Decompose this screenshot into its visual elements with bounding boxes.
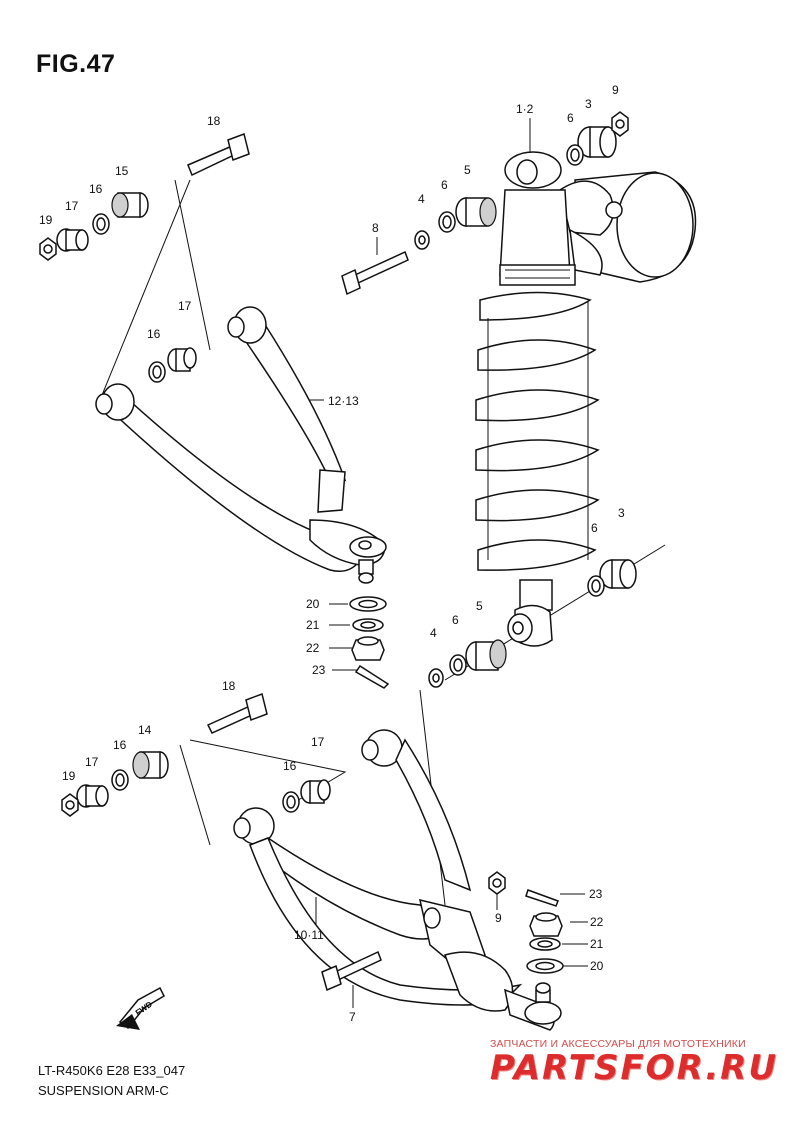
- callout-16-mid: 16: [147, 327, 161, 341]
- callout-6-right: 6: [591, 521, 598, 535]
- watermark-brand: PARTSFOR.RU: [490, 1048, 779, 1088]
- shock-bolt-8: [341, 250, 409, 296]
- shock-mid-washer-4: [414, 230, 430, 250]
- lower-collar-17-mid: [300, 779, 331, 804]
- callout-22-low: 22: [590, 915, 604, 929]
- shock-right-collar-3: [599, 559, 637, 589]
- rear-shock-absorber: [475, 151, 697, 647]
- upper-castle-nut-22: [351, 636, 385, 661]
- callout-8: 8: [372, 221, 379, 235]
- callout-22-up: 22: [306, 641, 320, 655]
- upper-bolt-18: [187, 133, 250, 177]
- callout-5-low: 5: [476, 599, 483, 613]
- lower-a-arm: [233, 729, 562, 1031]
- callout-10-11: 10·11: [294, 928, 324, 942]
- callout-21-up: 21: [306, 618, 320, 632]
- callout-17-mid: 17: [178, 299, 192, 313]
- callout-4-low: 4: [430, 626, 437, 640]
- callout-20-low: 20: [590, 959, 604, 973]
- upper-washer-20: [349, 596, 387, 612]
- callout-3-top: 3: [585, 97, 592, 111]
- lower-collar-17: [76, 784, 109, 808]
- callout-6-low: 6: [452, 613, 459, 627]
- lower-seal-16: [111, 769, 129, 791]
- lower-washer-20: [526, 958, 564, 974]
- callout-23-low: 23: [589, 887, 603, 901]
- lower-seal-16-mid: [282, 791, 300, 813]
- callout-19-top: 19: [39, 213, 53, 227]
- shock-low-bearing-5: [465, 639, 507, 671]
- upper-collar-17-mid: [167, 347, 197, 372]
- lower-castle-nut-22: [529, 912, 563, 937]
- upper-cotter-pin-23: [354, 664, 390, 689]
- callout-1-2: 1·2: [516, 102, 534, 116]
- spring-coils: [475, 291, 600, 571]
- callout-23-up: 23: [312, 663, 326, 677]
- callout-6-top: 6: [567, 111, 574, 125]
- upper-a-arm: [95, 306, 387, 584]
- lower-bolt-18: [206, 693, 268, 734]
- shock-mid-bearing-5: [455, 197, 497, 227]
- upper-seal-16-mid: [148, 361, 166, 383]
- callout-9-low: 9: [495, 911, 502, 925]
- callout-9-top: 9: [612, 83, 619, 97]
- model-code: LT-R450K6 E28 E33_047: [38, 1063, 186, 1078]
- upper-washer-21: [352, 618, 384, 632]
- upper-bushing-15: [111, 192, 149, 218]
- callout-17-low2: 17: [311, 735, 325, 749]
- shock-low-seal-6: [449, 654, 467, 676]
- fwd-arrow-icon: FWD: [116, 986, 165, 1030]
- shock-top-collar-3: [577, 126, 617, 158]
- shock-top-nut-9: [611, 111, 629, 137]
- lower-nut-19: [61, 793, 79, 817]
- callout-18-low: 18: [222, 679, 236, 693]
- shock-right-seal-6: [587, 575, 605, 597]
- figure-title: FIG.47: [36, 50, 116, 78]
- upper-nut-19: [39, 237, 57, 261]
- callout-17-low: 17: [85, 755, 99, 769]
- callout-19-low: 19: [62, 769, 76, 783]
- lower-cotter-pin-23: [525, 889, 559, 907]
- lower-bushing-14: [132, 751, 169, 779]
- callout-labels: 18 15 16 17 19 16 17 12·13 1·2 6 3 9 4 6…: [39, 83, 625, 1024]
- shock-top-seal-6: [566, 144, 584, 166]
- watermark-tagline: ЗАПЧАСТИ И АКСЕССУАРЫ ДЛЯ МОТОТЕХНИКИ: [490, 1038, 746, 1050]
- callout-21-low: 21: [590, 937, 604, 951]
- lower-nut-9: [488, 871, 506, 895]
- callout-16-low2: 16: [283, 759, 297, 773]
- callout-18-top: 18: [207, 114, 221, 128]
- upper-collar-17: [56, 228, 89, 252]
- callout-3-right: 3: [618, 506, 625, 520]
- callout-12-13: 12·13: [328, 394, 359, 408]
- callout-7: 7: [349, 1010, 356, 1024]
- callout-5-top: 5: [464, 163, 471, 177]
- upper-seal-16: [92, 213, 110, 235]
- callout-15: 15: [115, 164, 129, 178]
- callout-6-shock: 6: [441, 178, 448, 192]
- callout-4-top: 4: [418, 192, 425, 206]
- shock-mid-seal-6: [438, 211, 456, 233]
- callout-17-top: 17: [65, 199, 79, 213]
- figure-caption: SUSPENSION ARM-C: [38, 1083, 169, 1098]
- callout-16-top: 16: [89, 182, 103, 196]
- callout-20-up: 20: [306, 597, 320, 611]
- callout-16-low: 16: [113, 738, 127, 752]
- lower-washer-21: [529, 937, 561, 951]
- lower-bolt-7: [321, 950, 382, 992]
- shock-low-washer-4: [428, 668, 444, 688]
- callout-14: 14: [138, 723, 152, 737]
